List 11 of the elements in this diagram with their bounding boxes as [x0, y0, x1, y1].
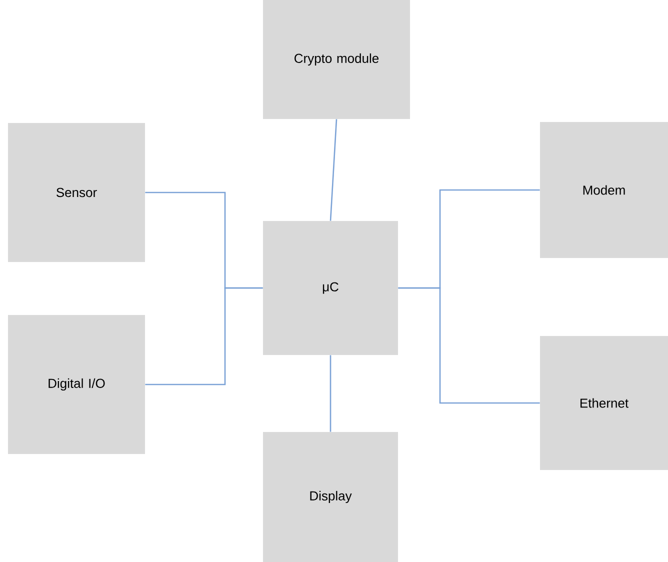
block-box: μC — [263, 221, 398, 355]
connector-line — [145, 287, 263, 386]
block-box: Crypto module — [263, 0, 410, 119]
connector-line — [330, 119, 338, 221]
connector-line — [398, 287, 540, 404]
block-box: Display — [263, 432, 398, 562]
block-box: Digital I/O — [8, 315, 145, 454]
connector-line — [330, 355, 332, 432]
block-box: Ethernet — [540, 336, 668, 470]
block-box: Modem — [540, 122, 668, 258]
block-box: Sensor — [8, 123, 145, 262]
